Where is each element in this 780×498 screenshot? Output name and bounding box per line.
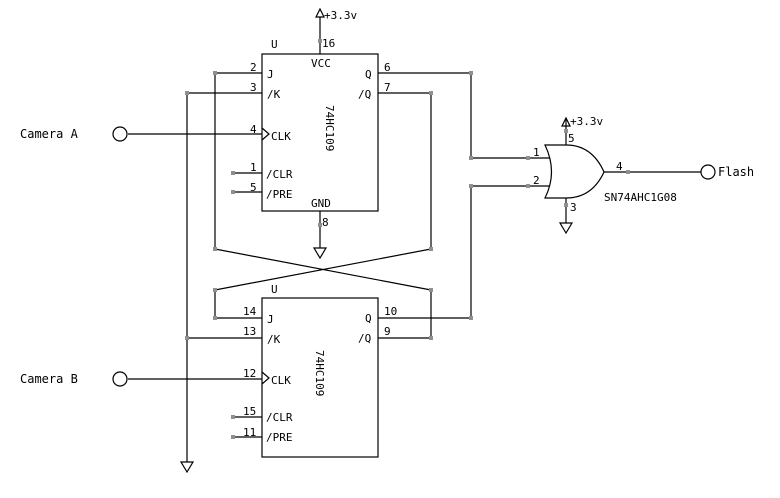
gate-pin-2: 2 — [533, 174, 540, 187]
u2-ref: U — [271, 283, 278, 296]
junction — [213, 247, 217, 251]
junction — [626, 170, 630, 174]
junction — [526, 156, 530, 160]
junction — [318, 39, 322, 43]
gate-supply-label: +3.3v — [570, 115, 603, 128]
flash-label: Flash — [718, 165, 754, 179]
u2-pin-15: 15 — [243, 405, 256, 418]
u2-q-label: Q — [365, 312, 372, 325]
u1-pin-8: 8 — [322, 216, 329, 229]
gate-pin-5: 5 — [568, 132, 575, 145]
junction — [429, 336, 433, 340]
wire-cross-b — [214, 248, 432, 291]
u1-pin-7: 7 — [384, 81, 391, 94]
junction — [469, 156, 473, 160]
junction — [564, 129, 568, 133]
u2-part: 74HC109 — [313, 350, 326, 396]
u2-pin-11: 11 — [243, 426, 256, 439]
junction — [429, 91, 433, 95]
u2-pin-10: 10 — [384, 305, 397, 318]
u2-pin-9: 9 — [384, 325, 391, 338]
u1-part: 74HC109 — [323, 105, 336, 151]
gate-pin-4: 4 — [616, 160, 623, 173]
u1-vcc-label: VCC — [311, 57, 331, 70]
junction — [231, 415, 235, 419]
u1-clr-label: /CLR — [266, 168, 293, 181]
flash-port-icon — [700, 164, 716, 180]
or-gate: 1 2 4 5 3 SN74AHC1G08 — [533, 132, 677, 214]
or-gate-body — [544, 144, 605, 199]
u2-pin-14: 14 — [243, 305, 257, 318]
junction — [213, 288, 217, 292]
u2-pre-label: /PRE — [266, 431, 293, 444]
junction — [469, 184, 473, 188]
u1-supply-label: +3.3v — [324, 9, 357, 22]
junction — [185, 336, 189, 340]
u1-pin-3: 3 — [250, 81, 257, 94]
junction — [213, 71, 217, 75]
junction — [469, 71, 473, 75]
u2-body — [261, 297, 379, 458]
junction — [185, 91, 189, 95]
ground-icon — [179, 461, 195, 474]
u1-body — [261, 53, 379, 212]
u2-k-label: /K — [267, 333, 281, 346]
u2-pin-13: 13 — [243, 325, 256, 338]
u1-gnd-label: GND — [311, 197, 331, 210]
gate-part: SN74AHC1G08 — [604, 191, 677, 204]
u1-flip-flop: U VCC GND 74HC109 J /K CLK /CLR /PRE Q /… — [250, 37, 391, 229]
u1-pin-5: 5 — [250, 181, 257, 194]
u1-pin-6: 6 — [384, 61, 391, 74]
u2-clock-marker — [261, 371, 270, 385]
junction — [564, 203, 568, 207]
camera-b-port-icon — [112, 371, 128, 387]
camera-a-port-icon — [112, 126, 128, 142]
camera-a-label: Camera A — [20, 127, 79, 141]
u1-pre-label: /PRE — [266, 188, 293, 201]
junction — [429, 247, 433, 251]
camera-b-label: Camera B — [20, 372, 78, 386]
junction — [231, 435, 235, 439]
u1-ref: U — [271, 38, 278, 51]
u2-flip-flop: U 74HC109 J /K CLK /CLR /PRE Q /Q 14 13 … — [243, 283, 397, 458]
ground-icon — [558, 222, 574, 235]
junction — [526, 184, 530, 188]
u2-pin-12: 12 — [243, 367, 256, 380]
ground-icon — [312, 247, 328, 260]
power-arrow-icon — [561, 116, 571, 127]
junction — [429, 288, 433, 292]
u1-pin-2: 2 — [250, 61, 257, 74]
junction — [318, 223, 322, 227]
junction — [213, 316, 217, 320]
u1-k-label: /K — [267, 88, 281, 101]
u1-supply-symbol: +3.3v — [315, 7, 357, 22]
junction — [231, 190, 235, 194]
u1-qn-label: /Q — [358, 88, 371, 101]
u1-clk-label: CLK — [271, 130, 291, 143]
gate-supply-symbol: +3.3v — [561, 115, 603, 128]
u1-pin-4: 4 — [250, 123, 257, 136]
u1-pin-16: 16 — [322, 37, 335, 50]
u1-q-label: Q — [365, 68, 372, 81]
u2-j-label: J — [267, 313, 274, 326]
junction — [231, 171, 235, 175]
wires — [128, 17, 702, 462]
u1-pin-1: 1 — [250, 161, 257, 174]
power-arrow-icon — [315, 7, 325, 18]
gate-pin-1: 1 — [533, 146, 540, 159]
u1-j-label: J — [267, 68, 274, 81]
gate-pin-3: 3 — [570, 201, 577, 214]
u2-qn-label: /Q — [358, 332, 371, 345]
u2-clk-label: CLK — [271, 374, 291, 387]
junction — [469, 316, 473, 320]
u1-clock-marker — [261, 127, 270, 141]
u2-clr-label: /CLR — [266, 411, 293, 424]
junctions — [185, 39, 630, 439]
